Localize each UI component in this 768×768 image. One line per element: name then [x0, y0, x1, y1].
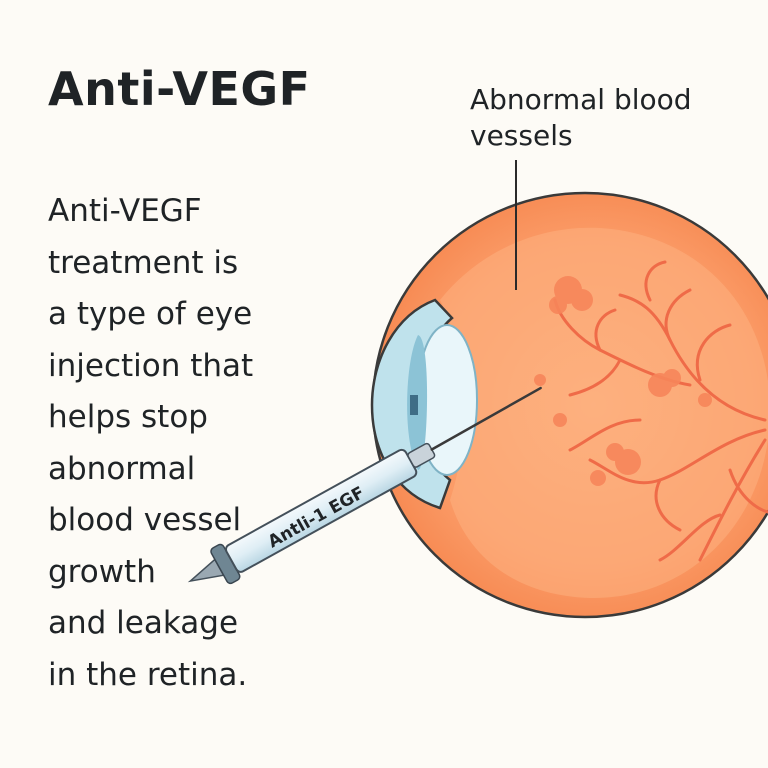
callout-line: Abnormal blood: [470, 83, 692, 116]
description-line: a type of eye: [48, 296, 253, 332]
description-line: in the retina.: [48, 656, 248, 693]
page-title: Anti-VEGF: [48, 62, 311, 116]
retina-layer: [440, 227, 768, 599]
description-line: and leakage: [48, 605, 239, 641]
description-line: Anti-VEGF: [48, 193, 202, 229]
pupil: [410, 395, 418, 415]
description-line: abnormal: [48, 450, 196, 487]
description-line: injection that: [48, 347, 254, 384]
description: Anti-VEGF treatment is a type of eye inj…: [48, 186, 253, 701]
description-line: blood vessel: [48, 502, 242, 538]
abnormal-blood-vessels: [553, 260, 768, 562]
syringe: [187, 386, 542, 585]
callout-line: vessels: [470, 119, 573, 152]
vessel-clusters: [534, 276, 712, 486]
description-line: treatment is: [48, 244, 239, 281]
callout-label: Abnormal blood vessels: [470, 82, 692, 154]
description-line: helps stop: [48, 399, 208, 435]
description-line: growth: [48, 553, 156, 590]
